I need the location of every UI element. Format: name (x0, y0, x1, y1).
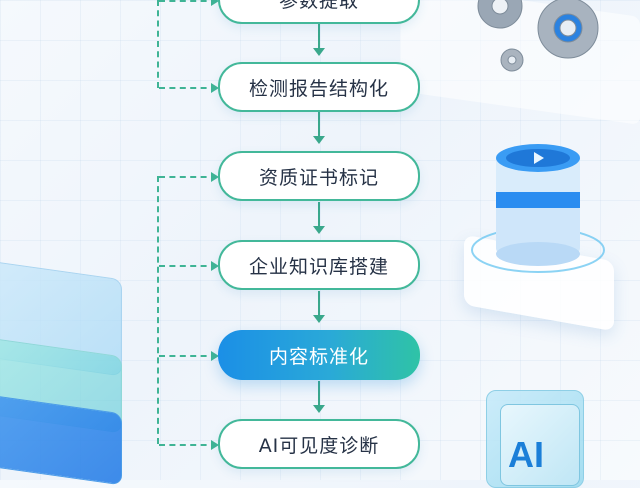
step-label: 参数提取 (278, 0, 359, 12)
step-label: 资质证书标记 (258, 166, 379, 189)
step-report-structuring[interactable]: 检测报告结构化 (218, 62, 420, 112)
step-label: 企业知识库搭建 (248, 255, 389, 278)
step-label: 内容标准化 (268, 345, 369, 368)
step-label: AI可见度诊断 (258, 434, 380, 457)
step-content-standardization[interactable]: 内容标准化 (218, 330, 420, 380)
step-parameter-extraction[interactable]: 参数提取 (218, 0, 420, 24)
gear-icon (537, 0, 599, 59)
gear-icon (477, 0, 523, 29)
ai-card-decoration: AI (486, 390, 586, 488)
step-certificate-tagging[interactable]: 资质证书标记 (218, 151, 420, 201)
step-label: 检测报告结构化 (248, 77, 389, 100)
ai-badge: AI (508, 434, 544, 475)
gear-icon (500, 48, 524, 72)
step-knowledge-base[interactable]: 企业知识库搭建 (218, 240, 420, 290)
gears-decoration (400, 0, 640, 125)
database-icon (456, 128, 616, 332)
step-ai-visibility-diagnosis[interactable]: AI可见度诊断 (218, 419, 420, 469)
